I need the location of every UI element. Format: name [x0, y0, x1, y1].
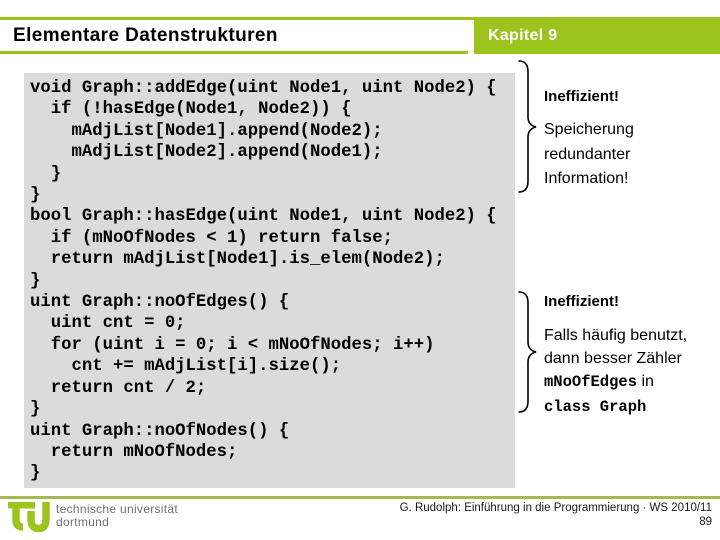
annotation-heading: Ineffizient!: [544, 293, 619, 310]
annotation-line: redundanter: [544, 145, 631, 163]
code-line: return mAdjList[Node1].is_elem(Node2);: [30, 250, 445, 270]
code-line: uint cnt = 0;: [30, 314, 186, 334]
right-brace-icon: [517, 290, 537, 419]
footer-credit: G. Rudolph: Einführung in die Programmie…: [400, 502, 712, 529]
course-credit: G. Rudolph: Einführung in die Programmie…: [399, 502, 712, 514]
code-line: }: [30, 400, 41, 420]
university-name: technische universität dortmund: [56, 503, 178, 529]
code-line: mAdjList[Node1].append(Node2);: [30, 121, 383, 141]
code-block: void Graph::addEdge(uint Node1, uint Nod…: [24, 73, 515, 488]
code-line: return cnt / 2;: [30, 378, 207, 398]
footer-divider: [0, 496, 720, 499]
annotation-body: Speicherung redundanter Information!: [544, 118, 720, 192]
chapter-badge: Kapitel 9: [474, 17, 720, 54]
university-name-line1: technische universität: [56, 502, 178, 516]
code-line: uint Graph::noOfEdges() {: [30, 293, 290, 313]
annotation-line: class Graph: [544, 395, 720, 419]
code-line: if (mNoOfNodes < 1) return false;: [30, 228, 393, 248]
annotation-body: Falls häufig benutzt, dann besser Zähler…: [544, 324, 720, 419]
inline-code: mNoOfEdges: [544, 373, 638, 392]
code-line: mAdjList[Node2].append(Node1);: [30, 143, 383, 163]
header: Elementare Datenstrukturen Kapitel 9: [0, 17, 720, 54]
code-line: }: [30, 271, 41, 291]
annotation-inefficient-counter: Ineffizient! Falls häufig benutzt, dann …: [544, 292, 720, 419]
annotation-heading: Ineffizient!: [544, 88, 619, 105]
code-line: uint Graph::noOfNodes() {: [30, 421, 290, 441]
code-line: void Graph::addEdge(uint Node1, uint Nod…: [30, 79, 497, 98]
right-brace-icon: [517, 59, 537, 199]
annotation-line: Falls häufig benutzt,: [544, 327, 688, 344]
annotation-line: dann besser Zähler: [544, 350, 682, 368]
code-line: }: [30, 164, 62, 184]
code-line: bool Graph::hasEdge(uint Node1, uint Nod…: [30, 207, 497, 227]
inline-code: class Graph: [544, 397, 647, 416]
code-line: for (uint i = 0; i < mNoOfNodes; i++): [30, 335, 435, 355]
code-line: }: [30, 464, 41, 484]
annotation-line: Speicherung: [544, 121, 634, 138]
university-name-line2: dortmund: [56, 515, 110, 529]
annotation-line: Information!: [544, 170, 629, 187]
annotation-inefficient-storage: Ineffizient! Speicherung redundanter Inf…: [544, 87, 720, 192]
code-line: if (!hasEdge(Node1, Node2)) {: [30, 100, 352, 120]
code-line: }: [30, 186, 41, 206]
code-line: cnt += mAdjList[i].size();: [30, 357, 342, 377]
annotation-line: mNoOfEdges in: [544, 373, 654, 392]
tu-dortmund-logo-icon: [8, 501, 50, 540]
code-line: return mNoOfNodes;: [30, 442, 238, 462]
page-number: 89: [699, 515, 712, 528]
page-title: Elementare Datenstrukturen: [0, 17, 468, 54]
header-divider: [468, 17, 474, 54]
